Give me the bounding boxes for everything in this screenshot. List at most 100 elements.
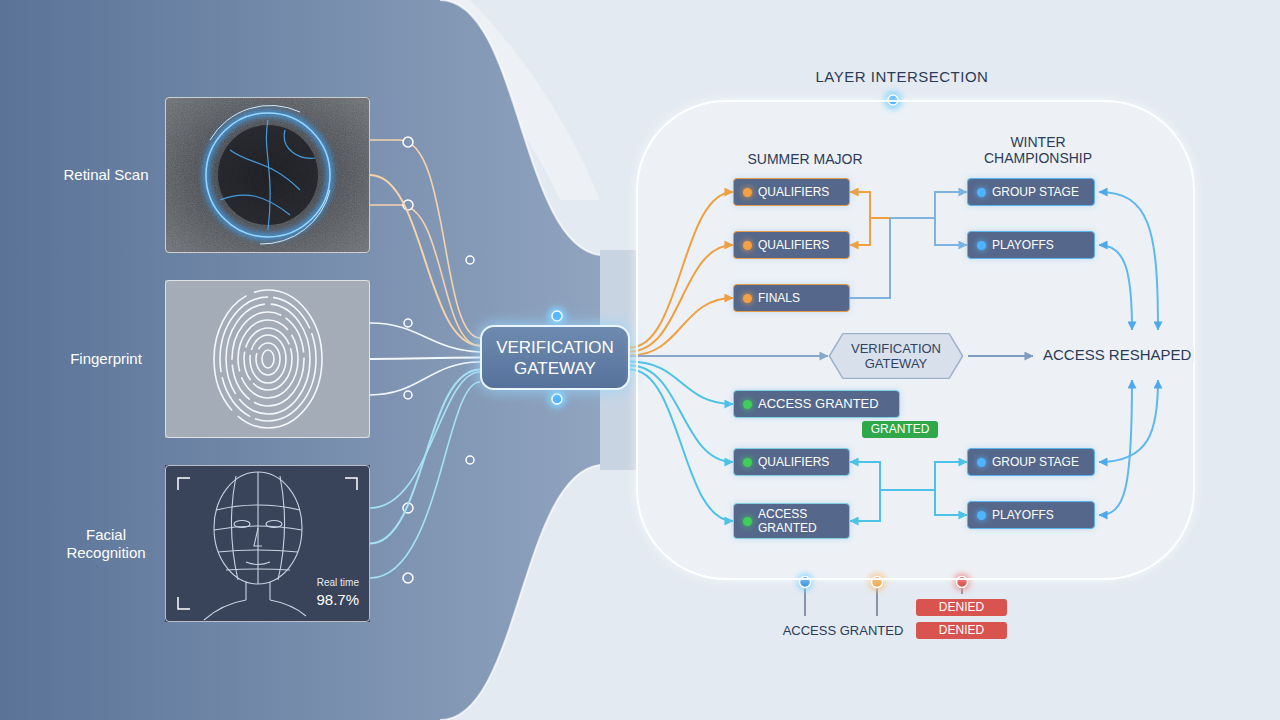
status-dot <box>743 458 752 467</box>
retina-illustration <box>165 97 370 253</box>
stage-box: FINALS <box>733 284 850 312</box>
gateway-box: VERIFICATION GATEWAY <box>480 325 630 390</box>
connector <box>370 358 480 360</box>
flow-rings <box>404 319 412 327</box>
connector <box>850 218 890 298</box>
confidence-readout: Real time <box>317 577 359 589</box>
connector <box>630 370 733 522</box>
flow-lines <box>370 362 480 395</box>
region-top-dot <box>884 91 902 109</box>
tile-label: Fingerprint <box>56 350 156 368</box>
tile-label: Retinal Scan <box>56 166 156 184</box>
hexagon-outline <box>828 333 964 379</box>
flow-lines <box>370 140 480 578</box>
panel-edge <box>440 0 600 720</box>
gateway-glow-dots <box>548 390 566 408</box>
node-label: GROUP STAGE <box>992 455 1079 469</box>
fingerprint-illustration <box>256 343 280 375</box>
biometric-tile: Facial RecognitionReal time98.7% <box>165 465 370 622</box>
gateway-glow-dots <box>552 311 562 321</box>
face-illustration <box>234 521 250 528</box>
fingerprint-illustration <box>250 335 286 383</box>
stage-box: PLAYOFFS <box>967 501 1095 529</box>
face-illustration <box>214 472 302 584</box>
face-illustration <box>204 582 306 620</box>
status-dot <box>977 511 986 520</box>
gateway-hexagon: VERIFICATION GATEWAY <box>828 333 964 379</box>
gateway-glow-dots <box>548 307 566 325</box>
retina-illustration <box>206 113 330 237</box>
flow-rings <box>403 137 474 583</box>
status-dot <box>977 188 986 197</box>
flow-rings <box>403 573 413 583</box>
flow-lines <box>370 372 480 508</box>
node-label: QUALIFIERS <box>758 185 829 199</box>
caption-label: ACCESS GRANTED <box>778 623 908 639</box>
fingerprint-illustration <box>232 312 304 406</box>
face-illustration <box>165 465 370 622</box>
region-top-dot <box>884 91 902 109</box>
gateway-glow-dots <box>548 307 566 408</box>
status-dot <box>977 241 986 250</box>
stage-box: PLAYOFFS <box>967 231 1095 259</box>
status-dot <box>743 517 752 526</box>
connector <box>850 192 890 298</box>
panel-neck <box>600 250 640 470</box>
fingerprint-illustration <box>220 297 316 421</box>
reshape-arcs <box>1099 380 1158 462</box>
fingerprint-illustration <box>226 304 310 414</box>
node-label: VERIFICATION GATEWAY <box>846 341 946 371</box>
retina-illustration <box>165 97 370 253</box>
left-panel <box>0 0 600 720</box>
retina-illustration <box>218 125 318 225</box>
face-illustration <box>231 472 284 584</box>
connector <box>630 245 733 352</box>
node-label: GRANTED <box>871 422 930 437</box>
node-label: VERIFICATION GATEWAY <box>490 337 620 379</box>
fingerprint-illustration <box>238 320 298 398</box>
caption-label: ACCESS RESHAPED <box>1040 347 1194 363</box>
status-dot <box>743 294 752 303</box>
stage-box: ACCESS GRANTED <box>733 503 850 539</box>
status-pill: GRANTED <box>862 421 938 438</box>
face-illustration <box>204 472 306 620</box>
status-legend-dots <box>797 574 970 616</box>
caption-label: WINTER CHAMPIONSHIP <box>975 134 1101 166</box>
layer-region: QUALIFIERS QUALIFIERS FINALS GROUP STAGE PLA… <box>636 100 1195 580</box>
status-dot <box>743 188 752 197</box>
node-label: PLAYOFFS <box>992 508 1054 522</box>
fingerprint-illustration <box>165 280 370 438</box>
stage-box: QUALIFIERS <box>733 178 850 206</box>
retina-illustration <box>165 97 370 253</box>
status-legend-dots <box>954 574 970 590</box>
fingerprint-illustration <box>244 328 292 390</box>
stage-box: GROUP STAGE <box>967 178 1095 206</box>
reshape-arcs <box>1099 245 1132 330</box>
status-legend-dots <box>872 577 883 588</box>
status-dot <box>743 400 752 409</box>
connector <box>850 490 967 521</box>
status-legend-dots <box>957 577 968 588</box>
fingerprint-illustration <box>262 350 274 368</box>
region-top-dot <box>888 95 898 105</box>
connector <box>630 192 733 348</box>
stage-box: QUALIFIERS <box>733 231 850 259</box>
stage-box: ACCESS GRANTED <box>733 390 900 418</box>
connector <box>850 192 967 298</box>
face-illustration <box>246 528 270 565</box>
reshape-arcs <box>1099 192 1158 330</box>
node-label: GROUP STAGE <box>992 185 1079 199</box>
fingerprint-illustration <box>214 290 322 428</box>
node-label: PLAYOFFS <box>992 238 1054 252</box>
confidence-readout: 98.7% <box>316 591 359 609</box>
node-label: DENIED <box>939 600 984 615</box>
node-label: DENIED <box>939 623 984 638</box>
node-label: QUALIFIERS <box>758 238 829 252</box>
reshape-arcs <box>1099 192 1158 515</box>
connector <box>630 298 733 356</box>
